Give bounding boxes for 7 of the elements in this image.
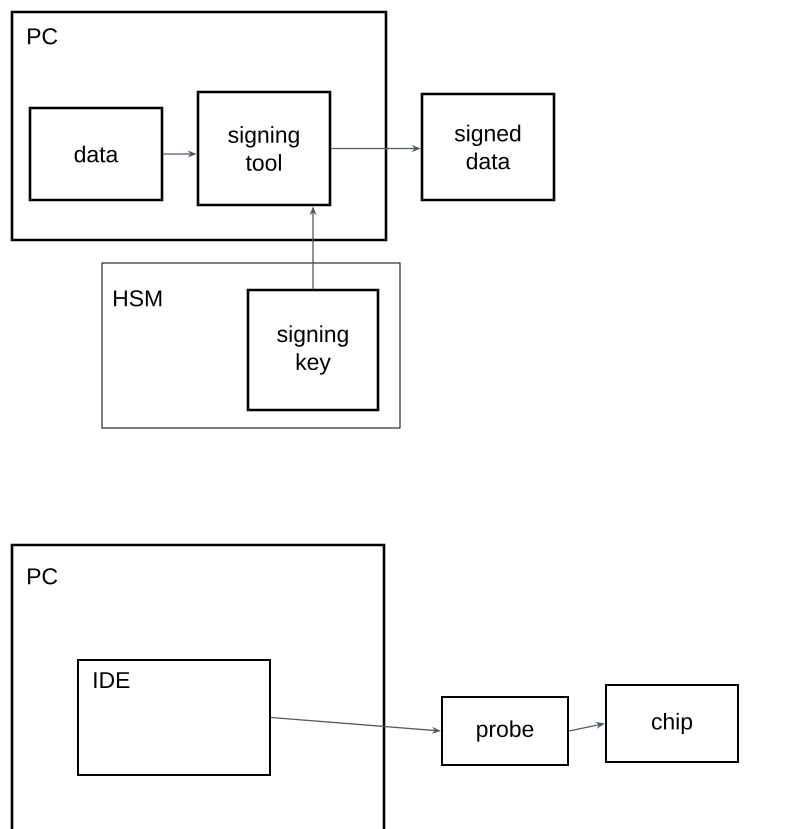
process-box: chip bbox=[605, 684, 739, 763]
process-box: signing tool bbox=[196, 90, 332, 206]
process-box: signing key bbox=[246, 288, 380, 412]
process-box: signed data bbox=[420, 92, 556, 202]
process-box: data bbox=[28, 106, 164, 202]
process-box: IDE bbox=[77, 659, 271, 776]
process-box: probe bbox=[441, 696, 569, 766]
